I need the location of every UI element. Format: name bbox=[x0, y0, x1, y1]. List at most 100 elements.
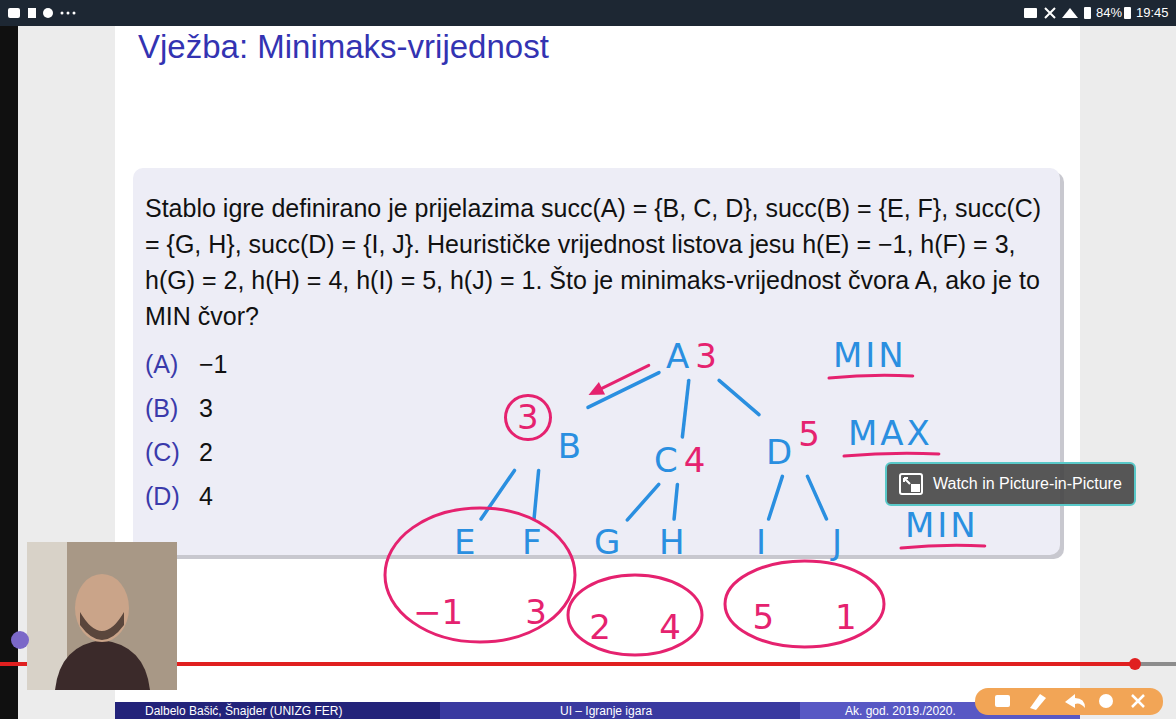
status-bar bbox=[0, 0, 1176, 26]
option-value: 3 bbox=[199, 386, 275, 430]
option-letter: (C) bbox=[145, 430, 189, 474]
pip-badge: Watch in Picture-in-Picture bbox=[885, 462, 1136, 506]
tree-edge bbox=[588, 373, 659, 408]
status-icon bbox=[43, 8, 53, 18]
leaf-value-ellipse: −13 bbox=[382, 505, 578, 645]
footer-text: Ak. god. 2019./2020. bbox=[845, 703, 956, 719]
pip-icon-inner bbox=[911, 484, 920, 492]
node-letter: J bbox=[832, 522, 842, 562]
option-letter: (A) bbox=[145, 342, 189, 386]
tree-edge bbox=[719, 380, 759, 414]
status-text: 84% bbox=[1096, 5, 1122, 21]
slide bbox=[115, 26, 1080, 702]
ellipse-outline bbox=[382, 505, 578, 645]
question-text: Stablo igre definirano je prijelazima su… bbox=[145, 190, 1046, 334]
pip-icon bbox=[899, 473, 923, 495]
option-letter: (B) bbox=[145, 386, 189, 430]
status-icon bbox=[1045, 8, 1055, 18]
minimax-value: 4 bbox=[684, 442, 706, 479]
webcam-head bbox=[75, 574, 129, 642]
node-letter: E bbox=[454, 522, 475, 562]
edge-line bbox=[719, 380, 759, 414]
pink-underline bbox=[901, 545, 985, 548]
player-label: MIN bbox=[905, 508, 979, 542]
arrow-head bbox=[589, 382, 606, 395]
annotation-toolbar bbox=[975, 688, 1163, 715]
ellipse-stroke bbox=[385, 508, 575, 642]
progress-knob bbox=[1129, 658, 1141, 670]
leaf-value: 2 bbox=[589, 609, 611, 646]
option-letter: (D) bbox=[145, 474, 189, 518]
toolbar-icon bbox=[1099, 694, 1113, 708]
leaf-value-ellipse: 51 bbox=[722, 558, 887, 650]
edge-line bbox=[674, 484, 677, 519]
player-label: MIN bbox=[833, 338, 907, 372]
node-letter: G bbox=[594, 522, 620, 562]
tree-edge bbox=[769, 476, 783, 519]
status-icon bbox=[1024, 8, 1037, 18]
toolbar-ground bbox=[975, 688, 1163, 715]
webcam-ground bbox=[27, 542, 177, 690]
node-letter: C bbox=[654, 442, 678, 479]
ellipse-outline bbox=[722, 558, 887, 650]
player-label: MAX bbox=[848, 416, 933, 450]
pink-underline bbox=[844, 453, 939, 456]
status-icon bbox=[61, 12, 64, 15]
footer-text: Dalbelo Bašić, Šnajder (UNIZG FER) bbox=[145, 703, 342, 719]
toolbar-icon bbox=[1065, 694, 1085, 708]
node-letter: D bbox=[766, 416, 792, 471]
side-handle bbox=[11, 631, 29, 649]
webcam-body bbox=[55, 640, 150, 690]
leaf-value: 5 bbox=[752, 599, 774, 636]
slide-title: Vježba: Minimaks-vrijednost bbox=[138, 28, 549, 66]
node-letter: F bbox=[522, 522, 542, 562]
leaf-values: 51 bbox=[722, 599, 887, 636]
answer-options: (A)−1(B)3(C)2(D)4 bbox=[145, 342, 275, 518]
footer-text: UI – Igranje igara bbox=[560, 703, 652, 719]
node-letter: H bbox=[659, 522, 685, 562]
leaf-values: −13 bbox=[382, 594, 578, 631]
option-value: 4 bbox=[199, 474, 275, 518]
tree-edge bbox=[674, 484, 677, 519]
toolbar-icon bbox=[995, 695, 1010, 707]
status-icon bbox=[28, 8, 36, 18]
footer-bar bbox=[440, 702, 800, 719]
edge-line bbox=[599, 365, 648, 389]
leaf-value: −1 bbox=[413, 594, 463, 631]
toolbar-icon bbox=[1030, 694, 1046, 710]
minimax-value: 3 bbox=[695, 338, 717, 375]
tree-node: D5 bbox=[762, 414, 824, 473]
leaf-value: 4 bbox=[659, 609, 681, 646]
tree-edge bbox=[682, 380, 688, 437]
status-text: 19:45 bbox=[1136, 5, 1169, 21]
leaf-node: I bbox=[752, 522, 770, 563]
webcam-beard bbox=[80, 612, 124, 640]
status-icon bbox=[1062, 8, 1078, 18]
status-icons bbox=[8, 7, 1131, 19]
status-icon bbox=[67, 12, 70, 15]
option-value: −1 bbox=[199, 342, 275, 386]
tree-edge bbox=[627, 484, 658, 519]
edge-line bbox=[627, 484, 658, 519]
leaf-value: 1 bbox=[835, 599, 857, 636]
pip-icon-frame bbox=[900, 474, 922, 494]
leaf-node: F bbox=[518, 522, 546, 563]
leaf-node: G bbox=[590, 522, 624, 563]
tree-edge bbox=[534, 470, 539, 519]
leaf-node: J bbox=[828, 522, 846, 563]
tree-node: C4 bbox=[650, 440, 709, 481]
toolbar-icon bbox=[1132, 695, 1144, 707]
circled-value: 3 bbox=[504, 394, 552, 441]
footer-bar bbox=[115, 702, 440, 719]
minimax-value: 5 bbox=[798, 416, 820, 453]
ellipse-outline bbox=[565, 572, 705, 658]
status-icon bbox=[8, 8, 20, 18]
tree-node: B3 bbox=[500, 392, 585, 467]
edge-line bbox=[588, 373, 659, 408]
leaf-values: 24 bbox=[565, 609, 705, 646]
edge-line bbox=[534, 470, 539, 519]
status-icon bbox=[1124, 7, 1131, 19]
status-icon bbox=[73, 12, 76, 15]
edge-line bbox=[682, 380, 688, 437]
